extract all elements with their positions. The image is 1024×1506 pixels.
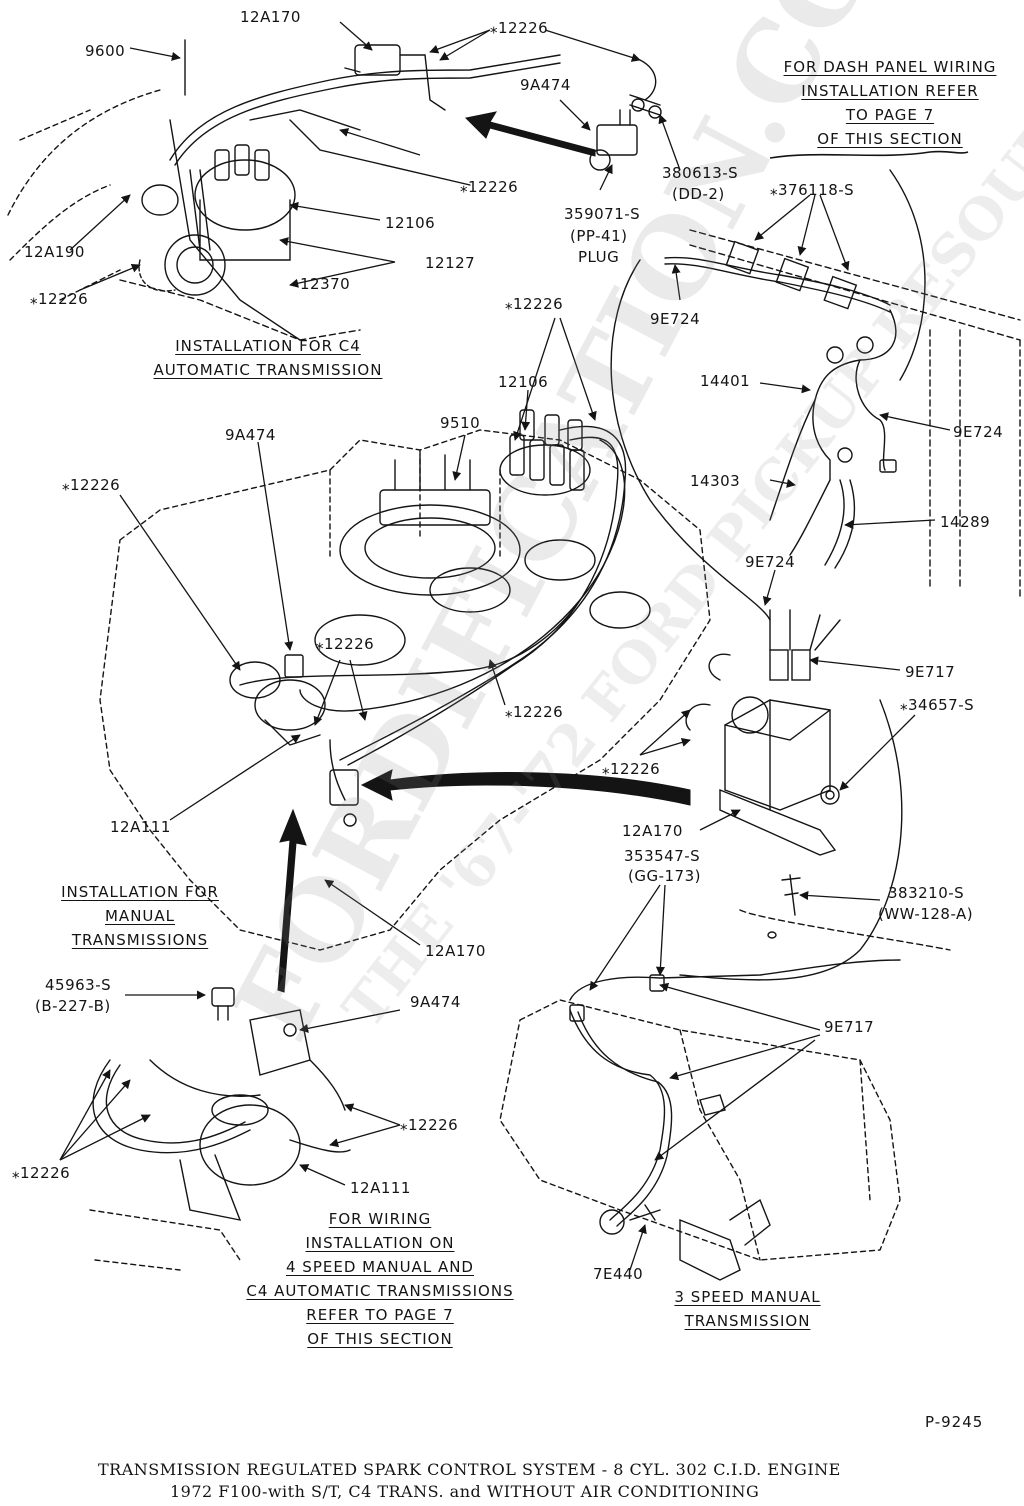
part-label: PLUG — [578, 248, 620, 266]
dash-panel-line-4: OF THIS SECTION — [817, 130, 963, 148]
part-label: 9600 — [85, 42, 126, 60]
part-label: ⁎12226 — [505, 295, 564, 313]
part-label: (PP-41) — [570, 227, 628, 245]
dash-panel-illustration — [610, 169, 1021, 621]
part-label: 12127 — [425, 254, 476, 272]
part-label: 9A474 — [225, 426, 276, 444]
manual-install-heading: INSTALLATION FOR MANUAL TRANSMISSIONS — [35, 880, 245, 952]
three-speed-line-1: 3 SPEED MANUAL — [674, 1288, 821, 1306]
part-label: (B-227-B) — [35, 997, 111, 1015]
c4-install-line-2: AUTOMATIC TRANSMISSION — [153, 361, 383, 379]
part-label: 14303 — [690, 472, 741, 490]
part-label: 12106 — [498, 373, 549, 391]
wiring-line-5: REFER TO PAGE 7 — [306, 1306, 454, 1324]
part-label: 12A190 — [24, 243, 85, 261]
dash-panel-line-3: TO PAGE 7 — [845, 106, 935, 124]
part-label: (GG-173) — [628, 867, 701, 885]
three-speed-heading: 3 SPEED MANUAL TRANSMISSION — [655, 1285, 840, 1333]
part-label: 12A170 — [622, 822, 683, 840]
part-label: 380613-S — [662, 164, 739, 182]
part-label: ⁎12226 — [460, 178, 519, 196]
valve-assembly-illustration — [679, 609, 951, 981]
part-label: ⁎12226 — [400, 1116, 459, 1134]
part-label: 9E724 — [745, 553, 796, 571]
dash-panel-heading: FOR DASH PANEL WIRING INSTALLATION REFER… — [765, 55, 1015, 151]
part-label: ⁎12226 — [505, 703, 564, 721]
wiring-line-4: C4 AUTOMATIC TRANSMISSIONS — [246, 1282, 514, 1300]
wiring-line-6: OF THIS SECTION — [307, 1330, 453, 1348]
c4-top-illustration — [7, 39, 662, 341]
part-label: ⁎12226 — [12, 1164, 71, 1182]
part-label: 7E440 — [593, 1265, 644, 1283]
part-label: 12370 — [300, 275, 351, 293]
part-label: 9E724 — [650, 310, 701, 328]
manual-install-line-1: INSTALLATION FOR — [61, 883, 219, 901]
three-speed-line-2: TRANSMISSION — [684, 1312, 811, 1330]
manual-install-line-3: TRANSMISSIONS — [71, 931, 209, 949]
dash-panel-line-2: INSTALLATION REFER — [801, 82, 979, 100]
part-label: ⁎12226 — [490, 19, 549, 37]
part-label: 383210-S — [888, 884, 965, 902]
part-label: 14289 — [940, 513, 991, 531]
part-label: 9E717 — [905, 663, 956, 681]
part-label: ⁎12226 — [316, 635, 375, 653]
transmission-illustration — [499, 959, 901, 1281]
part-label: 12A170 — [425, 942, 486, 960]
part-label: (WW-128-A) — [878, 905, 974, 923]
part-label: 353547-S — [624, 847, 701, 865]
c4-install-heading: INSTALLATION FOR C4 AUTOMATIC TRANSMISSI… — [128, 334, 408, 382]
part-label: 9A474 — [410, 993, 461, 1011]
part-label: ⁎12226 — [30, 290, 89, 308]
part-label: 12A111 — [110, 818, 171, 836]
dash-panel-line-1: FOR DASH PANEL WIRING — [783, 58, 997, 76]
caption-line-1: TRANSMISSION REGULATED SPARK CONTROL SYS… — [98, 1460, 841, 1479]
manual-install-illustration — [89, 987, 351, 1271]
part-label: 9E724 — [953, 423, 1004, 441]
wiring-line-3: 4 SPEED MANUAL AND — [286, 1258, 474, 1276]
figure-number: P-9245 — [925, 1413, 984, 1431]
part-label: ⁎376118-S — [770, 181, 855, 199]
wiring-line-2: INSTALLATION ON — [305, 1234, 455, 1252]
c4-install-line-1: INSTALLATION FOR C4 — [175, 337, 361, 355]
part-label: 9E717 — [824, 1018, 875, 1036]
part-label: ⁎12226 — [62, 476, 121, 494]
part-label: ⁎12226 — [602, 760, 661, 778]
wiring-heading: FOR WIRING INSTALLATION ON 4 SPEED MANUA… — [220, 1207, 540, 1351]
part-label: 14401 — [700, 372, 751, 390]
manual-install-line-2: MANUAL — [104, 907, 176, 925]
part-label: 12A111 — [350, 1179, 411, 1197]
part-label: 9510 — [440, 414, 481, 432]
engine-illustration — [99, 409, 711, 951]
wiring-line-1: FOR WIRING — [328, 1210, 432, 1228]
part-label: 12106 — [385, 214, 436, 232]
caption-line-2: 1972 F100-with S/T, C4 TRANS. and WITHOU… — [170, 1482, 760, 1501]
part-label: (DD-2) — [672, 185, 725, 203]
part-label: 45963-S — [45, 976, 112, 994]
part-label: 12A170 — [240, 8, 301, 26]
part-label: ⁎34657-S — [900, 696, 975, 714]
part-label: 9A474 — [520, 76, 571, 94]
part-label: 359071-S — [564, 205, 641, 223]
